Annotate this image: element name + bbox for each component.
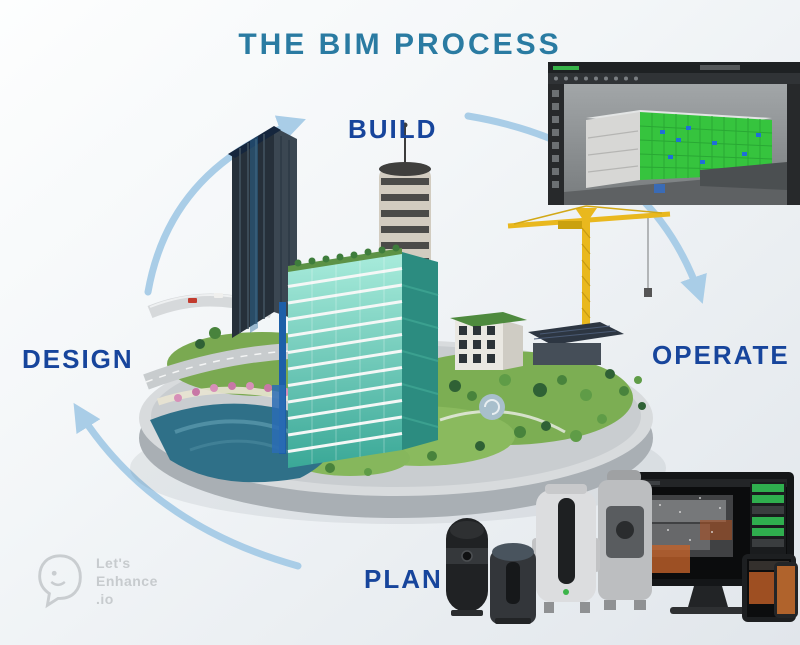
phone xyxy=(774,562,798,618)
white-building-green-roof xyxy=(450,312,527,370)
laser-scanner-dome xyxy=(490,543,536,624)
low-dark-buildings xyxy=(528,322,624,365)
software-right-toolbar xyxy=(787,84,800,205)
stage-label-plan: PLAN xyxy=(364,564,443,594)
stage-label-operate: OPERATE xyxy=(652,340,790,370)
car xyxy=(214,293,223,298)
rooftop-garden xyxy=(294,244,400,267)
glass-tower xyxy=(272,244,439,468)
watermark-text: Let's Enhance .io xyxy=(96,554,158,609)
spiral-plaza xyxy=(479,394,505,420)
laser-scanner-white xyxy=(532,484,600,613)
software-title-bar xyxy=(548,62,800,73)
watermark-line3: .io xyxy=(96,591,114,608)
watermark-line2: Enhance xyxy=(96,572,158,589)
green-building-model xyxy=(586,110,787,193)
car xyxy=(188,298,197,303)
watermark: Let's Enhance .io xyxy=(34,550,158,612)
stage-label-design: DESIGN xyxy=(22,344,134,374)
page-title: THE BIM PROCESS xyxy=(238,28,562,61)
watermark-line1: Let's xyxy=(96,554,131,571)
waterfront xyxy=(150,382,344,483)
laser-scanner-gray xyxy=(598,470,652,610)
laser-scanner-capsule xyxy=(446,518,488,616)
stage-label-build: BUILD xyxy=(348,114,438,144)
tower-crane xyxy=(507,205,671,336)
software-menu-bar xyxy=(548,73,800,84)
trees xyxy=(195,327,646,476)
arrow-plan-to-design xyxy=(73,402,302,570)
watermark-logo-icon xyxy=(38,554,82,609)
